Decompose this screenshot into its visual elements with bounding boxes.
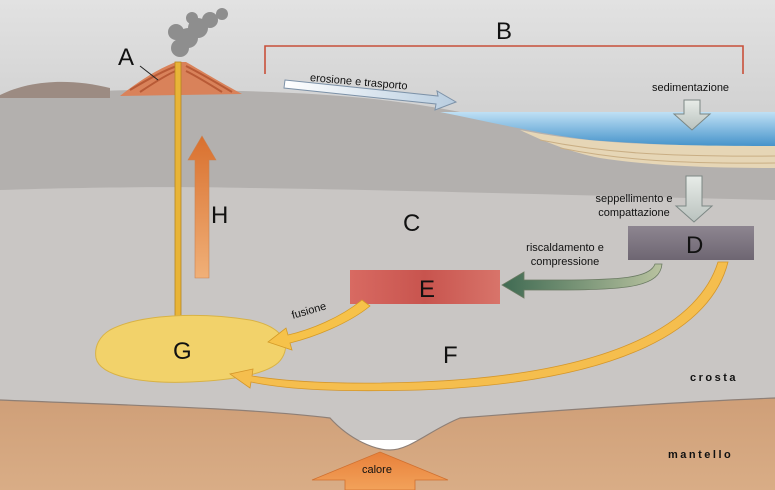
- arrow-f: [229, 261, 729, 392]
- label-c: C: [403, 210, 421, 237]
- hill: [0, 81, 110, 98]
- magma-conduit: [174, 61, 182, 325]
- label-b-bracket: [264, 45, 744, 74]
- volcano-strata: [185, 70, 223, 93]
- heat-text: calore: [362, 464, 392, 476]
- burial-text-line2: compattazione: [598, 207, 670, 219]
- heating-text: riscaldamento e compressione: [520, 241, 610, 269]
- melting-arrow: [267, 299, 371, 351]
- volcano-strata: [129, 65, 178, 91]
- magma-chamber: [95, 314, 286, 383]
- label-e: E: [419, 276, 436, 303]
- box-d: [628, 226, 754, 260]
- mantle-layer: [0, 398, 775, 490]
- heating-text-line1: riscaldamento e: [526, 242, 604, 254]
- burial-arrow: [674, 175, 714, 223]
- sediment-line: [539, 139, 775, 157]
- box-e: [350, 270, 500, 304]
- sediment-line: [559, 147, 775, 164]
- sedimentation-text: sedimentazione: [652, 82, 730, 94]
- heating-text-line2: compressione: [530, 256, 600, 268]
- uplift-arrow: [187, 135, 217, 279]
- burial-text-line1: seppellimento e: [595, 193, 673, 205]
- upper-rock-band: [0, 89, 775, 200]
- heat-arrow: [311, 451, 449, 490]
- label-d: D: [686, 232, 704, 259]
- sedimentation-arrow: [672, 99, 712, 131]
- sediment-layers: [520, 130, 775, 168]
- label-a: A: [118, 44, 135, 71]
- mantle-text: mantello: [668, 449, 734, 461]
- heating-arrow: [501, 263, 663, 299]
- volcanic-smoke: [168, 8, 228, 57]
- burial-text: seppellimento e compattazione: [584, 192, 684, 220]
- label-b: B: [496, 18, 513, 45]
- crust-text: crosta: [690, 372, 739, 384]
- volcano-strata: [185, 65, 233, 93]
- label-g: G: [173, 338, 192, 365]
- label-f: F: [443, 342, 458, 369]
- label-a-pointer: [139, 65, 159, 81]
- label-h: H: [211, 202, 229, 229]
- erosion-arrow: [283, 79, 458, 111]
- crust-mantle-boundary: [0, 397, 775, 451]
